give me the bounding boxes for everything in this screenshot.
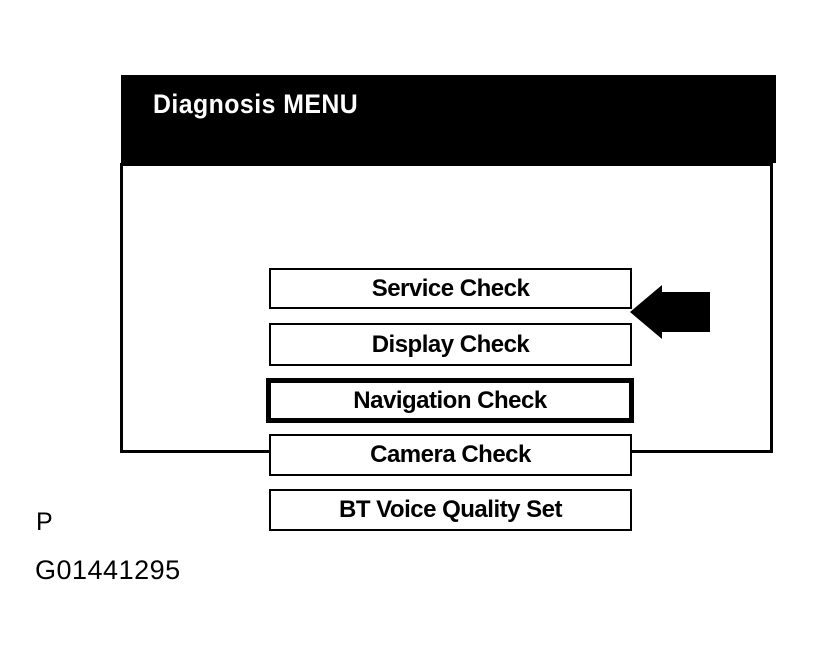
screen-title: Diagnosis MENU	[153, 89, 359, 119]
screen-header: Diagnosis MENU	[121, 75, 776, 163]
menu-button-camera-check[interactable]: Camera Check	[269, 434, 632, 476]
menu-button-navigation-check[interactable]: Navigation Check	[266, 378, 634, 423]
arrow-left-icon	[630, 285, 710, 339]
menu-button-display-check[interactable]: Display Check	[269, 323, 632, 366]
figure-id-label: G01441295	[35, 555, 181, 585]
diagnosis-menu-screen: Diagnosis MENU Service Check Display Che…	[120, 75, 776, 531]
menu-button-service-check[interactable]: Service Check	[269, 268, 632, 309]
page-marker-label: P	[36, 508, 54, 536]
menu-button-bt-voice-quality-set[interactable]: BT Voice Quality Set	[269, 489, 632, 531]
